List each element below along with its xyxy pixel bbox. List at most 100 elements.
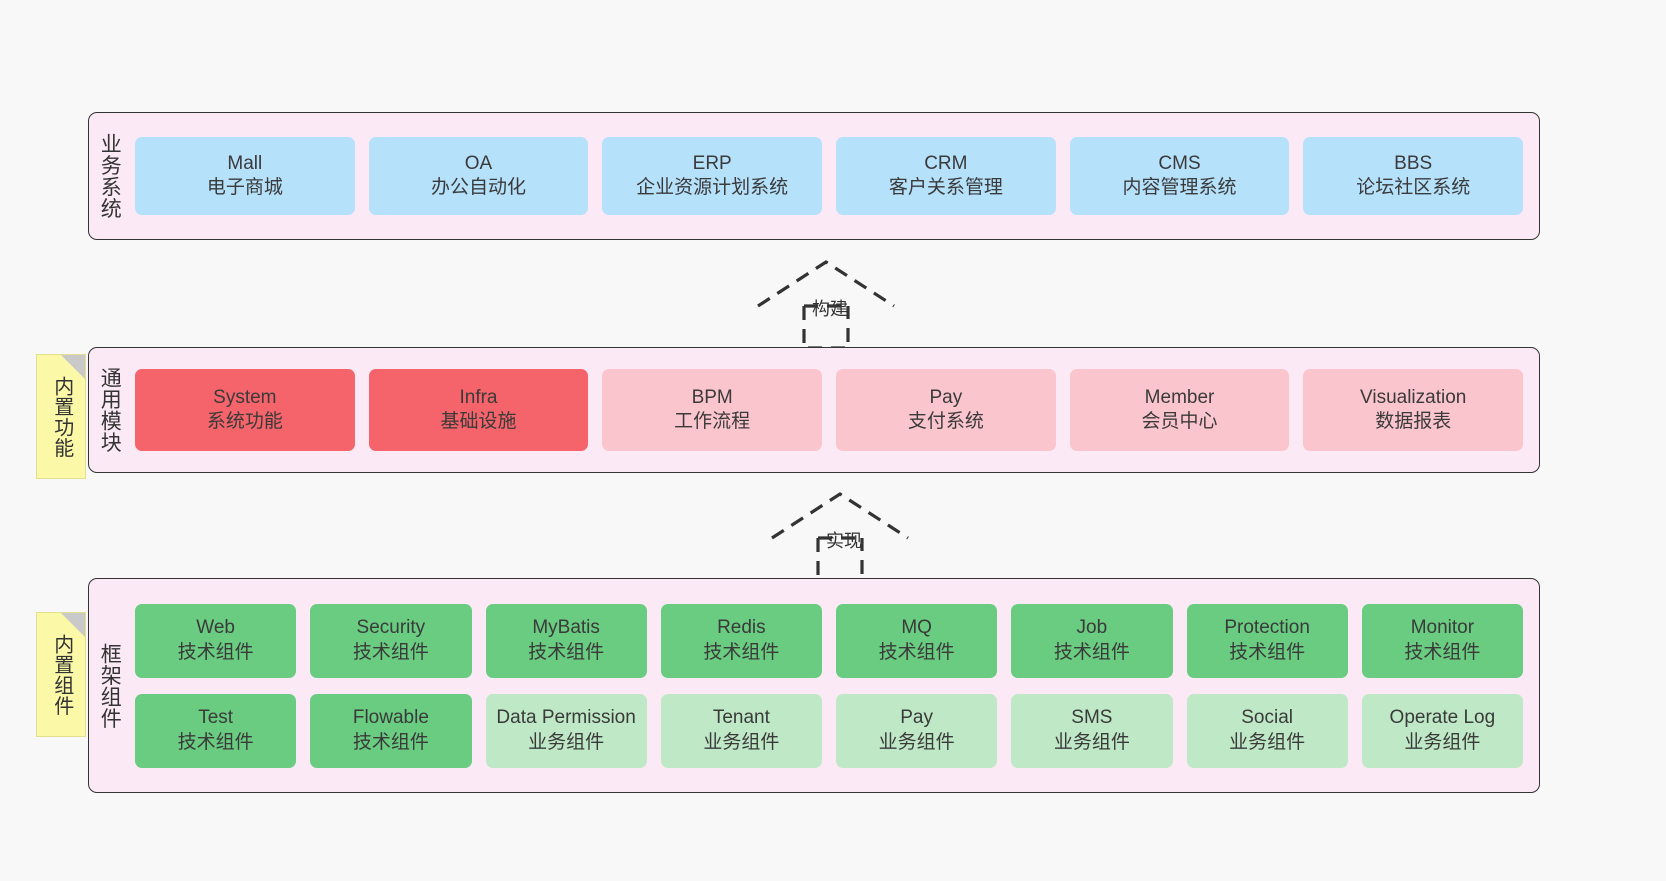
node-title: MQ	[901, 617, 932, 639]
node-subtitle: 工作流程	[674, 411, 751, 432]
layer-framework-title: 框架组件	[98, 642, 122, 729]
node-title: CMS	[1158, 152, 1201, 174]
node-title: Member	[1144, 386, 1215, 408]
node-subtitle: 技术组件	[352, 641, 429, 663]
node-subtitle: 数据报表	[1375, 411, 1452, 432]
note-fold-corner-icon	[61, 355, 85, 379]
note-fold-corner-icon	[61, 613, 85, 637]
node-title: System	[213, 386, 277, 408]
node-title: Pay	[900, 707, 933, 729]
node-title: Operate Log	[1389, 707, 1496, 729]
layer-modules-nodes: System 系统功能 Infra 基础设施 BPM 工作流程 Pay 支付系统 Member 会…	[129, 348, 1539, 472]
node-title: SMS	[1071, 707, 1113, 729]
node-subtitle: 技术组件	[1404, 641, 1481, 663]
node-bbs[interactable]: BBS 论坛社区系统	[1303, 137, 1524, 215]
node-title: Flowable	[352, 707, 429, 729]
node-subtitle: 技术组件	[703, 641, 780, 663]
node-title: OA	[464, 152, 493, 174]
note-builtin-components: 内置组件	[36, 612, 86, 737]
node-subtitle: 内容管理系统	[1122, 177, 1237, 198]
node-subtitle: 技术组件	[528, 641, 605, 663]
node-subtitle: 技术组件	[352, 731, 429, 753]
node-subtitle: 会员中心	[1141, 411, 1218, 432]
node-oa[interactable]: OA 办公自动化	[368, 137, 589, 215]
node-visualization[interactable]: Visualization 数据报表	[1303, 369, 1524, 451]
node-subtitle: 业务组件	[1229, 731, 1306, 753]
connector-implement-label: 实现	[826, 531, 862, 551]
node-subtitle: 支付系统	[907, 411, 984, 432]
node-title: ERP	[692, 152, 732, 174]
layer-modules-title: 通用模块	[98, 367, 122, 453]
node-subtitle: 业务组件	[1404, 731, 1481, 753]
node-subtitle: 技术组件	[1053, 641, 1130, 663]
node-subtitle: 客户关系管理	[888, 177, 1003, 198]
node-title: Web	[196, 617, 235, 639]
node-cms[interactable]: CMS 内容管理系统	[1069, 137, 1290, 215]
node-title: MyBatis	[532, 617, 600, 639]
node-subtitle: 论坛社区系统	[1356, 177, 1471, 198]
node-erp[interactable]: ERP 企业资源计划系统	[602, 137, 823, 215]
node-subtitle: 业务组件	[878, 731, 955, 753]
node-subtitle: 业务组件	[1053, 731, 1130, 753]
node-title: Monitor	[1410, 617, 1475, 639]
node-subtitle: 办公自动化	[431, 177, 527, 198]
node-subtitle: 系统功能	[206, 411, 283, 432]
note-builtin-features: 内置功能	[36, 354, 86, 479]
node-infra[interactable]: Infra 基础设施	[368, 369, 589, 451]
node-title: Mall	[227, 152, 263, 174]
node-subtitle: 业务组件	[703, 731, 780, 753]
node-subtitle: 业务组件	[528, 731, 605, 753]
node-title: Pay	[929, 386, 963, 408]
node-subtitle: 技术组件	[177, 731, 254, 753]
node-subtitle: 技术组件	[177, 641, 254, 663]
node-bpm[interactable]: BPM 工作流程	[602, 369, 823, 451]
node-title: Visualization	[1360, 386, 1467, 408]
node-title: Data Permission	[496, 707, 636, 729]
node-crm[interactable]: CRM 客户关系管理	[836, 137, 1056, 215]
node-pay[interactable]: Pay 支付系统	[836, 369, 1056, 451]
node-subtitle: 基础设施	[440, 411, 517, 432]
node-title: BPM	[691, 386, 733, 408]
connector-build-label: 构建	[812, 299, 848, 319]
node-subtitle: 技术组件	[1229, 641, 1306, 663]
node-title: CRM	[924, 152, 968, 174]
layer-business-title: 业务系统	[98, 133, 122, 219]
node-title: Security	[356, 617, 426, 639]
node-subtitle: 技术组件	[878, 641, 955, 663]
node-title: Protection	[1224, 617, 1310, 639]
node-title: Infra	[459, 386, 498, 408]
node-title: Test	[198, 707, 234, 729]
node-system[interactable]: System 系统功能	[135, 369, 355, 451]
node-member[interactable]: Member 会员中心	[1069, 369, 1290, 451]
node-title: Social	[1241, 707, 1293, 729]
node-title: Job	[1076, 617, 1108, 639]
node-title: Redis	[717, 617, 766, 639]
node-subtitle: 企业资源计划系统	[636, 177, 789, 198]
node-title: Tenant	[712, 707, 770, 729]
node-title: BBS	[1394, 152, 1433, 174]
